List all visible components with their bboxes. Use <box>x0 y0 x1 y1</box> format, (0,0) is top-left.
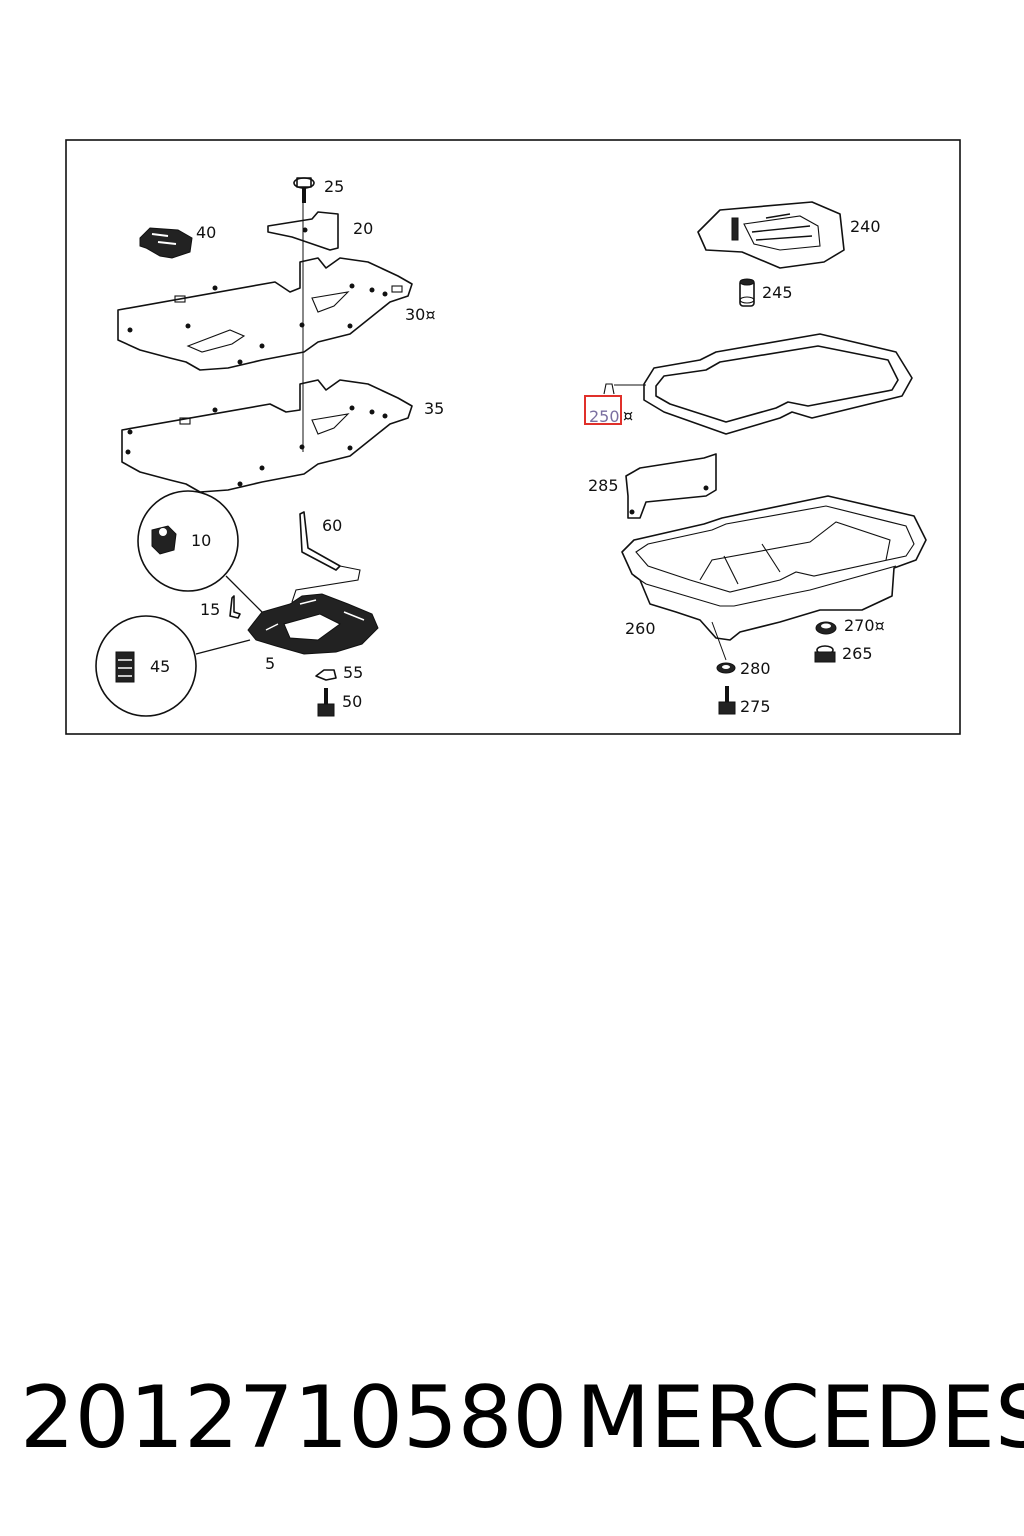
label-40: 40 <box>196 223 216 242</box>
part-15-pin <box>229 595 241 619</box>
part-60-tube <box>291 511 361 603</box>
label-245: 245 <box>762 283 793 302</box>
label-30: 30¤ <box>405 305 436 324</box>
label-270: 270¤ <box>844 616 885 635</box>
part-number-caption: 2012710580 <box>20 1368 568 1468</box>
label-20: 20 <box>353 219 373 238</box>
label-35: 35 <box>424 399 444 418</box>
label-265: 265 <box>842 644 873 663</box>
label-285: 285 <box>588 476 619 495</box>
part-265-plug <box>814 645 836 663</box>
part-240-filter <box>697 201 845 269</box>
label-280: 280 <box>740 659 771 678</box>
part-5-valve-body <box>247 593 379 655</box>
label-275: 275 <box>740 697 771 716</box>
part-10-detail <box>137 490 263 613</box>
highlight-box-250 <box>584 395 622 425</box>
part-25-screw <box>293 177 315 203</box>
label-10: 10 <box>191 531 211 550</box>
part-275-bolt <box>718 686 736 715</box>
label-5: 5 <box>265 654 275 673</box>
part-30-plate <box>117 257 413 371</box>
part-35-plate <box>121 379 413 493</box>
part-260-oil-pan <box>621 495 927 641</box>
brand-caption: MERCEDES <box>576 1368 1024 1468</box>
label-250[interactable]: 250 <box>589 407 620 426</box>
part-250-gasket <box>603 333 913 435</box>
label-25: 25 <box>324 177 344 196</box>
label-45: 45 <box>150 657 170 676</box>
part-20-bracket <box>267 211 339 251</box>
part-40-connector <box>139 227 193 259</box>
label-55: 55 <box>343 663 363 682</box>
part-270-seal <box>815 621 837 635</box>
label-60: 60 <box>322 516 342 535</box>
part-285-bracket <box>625 453 717 519</box>
part-45-detail <box>95 615 251 717</box>
label-250-mark: ¤ <box>623 406 633 425</box>
part-50-bolt <box>317 688 335 717</box>
label-240: 240 <box>850 217 881 236</box>
label-260: 260 <box>625 619 656 638</box>
part-55-washer <box>315 669 337 681</box>
parts-diagram: 25 20 40 30¤ 35 <box>65 139 961 735</box>
label-50: 50 <box>342 692 362 711</box>
part-280-washer <box>716 662 736 674</box>
label-15: 15 <box>200 600 220 619</box>
diagram-border <box>65 139 961 735</box>
part-245-seal <box>739 278 755 307</box>
